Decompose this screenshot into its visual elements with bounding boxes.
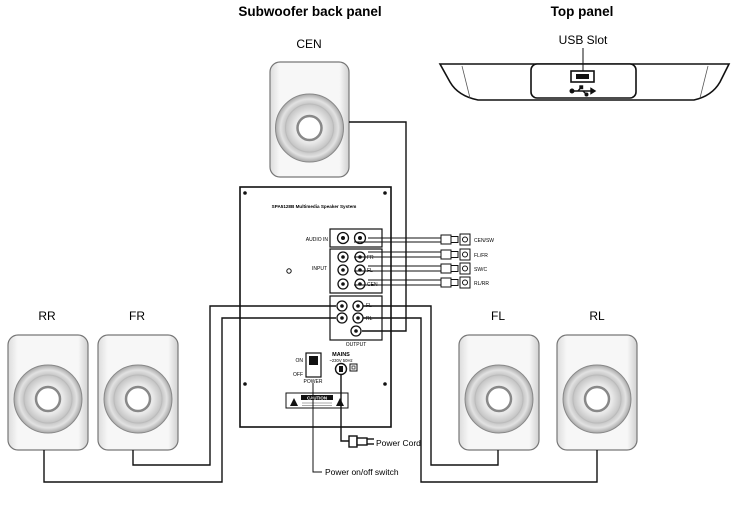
subwoofer-back-panel: SPA5128B Multimedia Speaker System AUDIO… xyxy=(239,186,392,428)
output-label: OUTPUT xyxy=(346,342,367,348)
top-panel-drawing: USB Slot xyxy=(438,33,731,101)
top-panel-title: Top panel xyxy=(551,4,614,19)
audio-in-label: AUDIO IN xyxy=(306,237,329,243)
plug-label-2: FL/FR xyxy=(474,253,488,259)
model-text: SPA5128B Multimedia Speaker System xyxy=(272,204,357,209)
speaker-cen xyxy=(269,61,350,178)
mains-label: MAINS xyxy=(332,352,350,358)
warning-icon-left xyxy=(290,398,298,406)
mains-spec: ~230V 50Hz xyxy=(329,358,352,363)
switch-caption: POWER xyxy=(304,379,323,385)
speaker-label-rl: RL xyxy=(589,309,605,323)
power-switch-label: Power on/off switch xyxy=(325,467,399,477)
usb-slot-label: USB Slot xyxy=(559,33,608,47)
warning-icon-right xyxy=(336,398,344,406)
speaker-label-fl: FL xyxy=(491,309,505,323)
plug-label-3: SW/C xyxy=(474,267,487,273)
rca-plugs xyxy=(354,233,471,289)
switch-off-label: OFF xyxy=(293,372,303,378)
power-cord-label: Power Cord xyxy=(376,438,421,448)
power-cord xyxy=(340,374,374,448)
speaker-label-cen: CEN xyxy=(296,37,321,51)
subwoofer-back-panel-title: Subwoofer back panel xyxy=(238,4,381,19)
caution-label: CAUTION xyxy=(307,395,327,400)
input-label: INPUT xyxy=(312,266,327,272)
speaker-rl xyxy=(556,334,638,451)
speaker-fr xyxy=(97,334,179,451)
plug-label-1: CEN/SW xyxy=(474,238,494,244)
speaker-label-rr: RR xyxy=(38,309,56,323)
speaker-label-fr: FR xyxy=(129,309,145,323)
plug-label-4: RL/RR xyxy=(474,281,489,287)
usb-icon xyxy=(569,85,597,97)
speaker-rr xyxy=(7,334,89,451)
speaker-wires xyxy=(43,121,598,483)
output-jack-label-2: RL xyxy=(366,316,373,322)
input-jack-label-1: FR xyxy=(367,255,374,261)
switch-on-label: ON xyxy=(296,358,304,364)
speaker-fl xyxy=(458,334,540,451)
double-insulation-icon xyxy=(349,363,358,372)
power-switch-leader xyxy=(312,383,322,473)
